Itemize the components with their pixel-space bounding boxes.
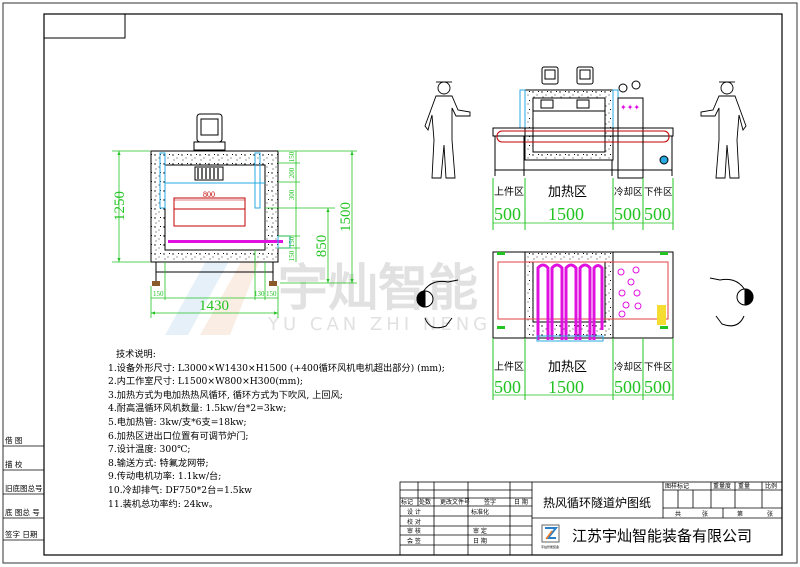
dim-height-total: 1500 bbox=[338, 202, 354, 232]
left-strip bbox=[3, 445, 44, 541]
tech-notes: 技术说明: 1.设备外形尺寸: L3000×W1430×H1500 (+400循… bbox=[108, 348, 445, 511]
tech-note-item: 11.装机总功率约: 24kw。 bbox=[108, 498, 219, 510]
zone-length: 500 bbox=[614, 204, 641, 224]
left-strip-label: 旧底图总号 bbox=[5, 483, 43, 493]
role-label: 审 定 bbox=[473, 527, 487, 535]
dim-right: 150 bbox=[288, 151, 296, 162]
zone-label: 下件区 bbox=[644, 361, 673, 373]
logo-caption: 宇灿智能装备 bbox=[541, 544, 559, 549]
front-view: 1250 1500 850 1430 800 150 200 300 150 1… bbox=[112, 113, 357, 318]
tech-note-item: 10.冷却排气: DF750*2台=1.5kw bbox=[108, 484, 253, 496]
tech-note-item: 3.加热方式为电加热热风循环, 循环方式为下吹风, 上回风; bbox=[108, 389, 343, 401]
heater-tube bbox=[168, 240, 283, 243]
dim-chamber-width: 800 bbox=[203, 190, 215, 199]
operator-top-right bbox=[709, 277, 754, 327]
tech-note-item: 1.设备外形尺寸: L3000×W1430×H1500 (+400循环风机电机超… bbox=[108, 362, 445, 374]
watermark: 宇灿智能 YU CAN ZHI NENG bbox=[165, 245, 491, 335]
sheet-label: 第 bbox=[737, 510, 743, 518]
zone-length: 500 bbox=[644, 204, 671, 224]
tech-note-item: 8.输送方式: 特氟龙网带; bbox=[108, 457, 209, 469]
rev-header: 日 期 bbox=[514, 498, 528, 506]
header-label: 重量度 bbox=[713, 482, 731, 490]
dim-bottom-right: 130 bbox=[254, 290, 265, 298]
zone-label: 加热区 bbox=[548, 185, 587, 200]
rev-header: 签字 bbox=[484, 498, 496, 506]
header-label: 重量 bbox=[738, 482, 750, 490]
tech-note-item: 4.耐高温循环风机数量: 1.5kw/台*2=3kw; bbox=[108, 403, 287, 415]
rev-header: 标记 bbox=[401, 498, 413, 506]
header-label: 图样标记 bbox=[665, 482, 689, 490]
role-label: 设 计 bbox=[407, 508, 421, 516]
zone-length: 500 bbox=[614, 377, 641, 397]
drawing-title: 热风循环隧道炉图纸 bbox=[543, 495, 651, 510]
tech-note-item: 6.加热区进出口位置有可调节炉门; bbox=[108, 430, 249, 442]
operator-figure-right bbox=[700, 81, 747, 179]
role-label: 日 期 bbox=[473, 537, 487, 545]
role-label: 标准化 bbox=[471, 508, 489, 516]
tech-note-item: 2.内工作室尺寸: L1500×W800×H300(mm); bbox=[108, 376, 304, 388]
dim-bottom-right: 150 bbox=[266, 290, 277, 298]
rev-header: 更改文件号 bbox=[440, 498, 470, 506]
tech-notes-heading: 技术说明: bbox=[116, 349, 156, 360]
left-strip-label: 描 校 bbox=[5, 459, 23, 469]
rev-header: 处数 bbox=[419, 498, 431, 506]
company-name: 江苏宇灿智能装备有限公司 bbox=[572, 527, 752, 545]
dim-width-total: 1430 bbox=[199, 298, 229, 314]
operator-top-left bbox=[416, 279, 459, 329]
left-strip-label: 签字 日期 bbox=[5, 529, 37, 539]
dim-bottom-left: 150 bbox=[153, 290, 164, 298]
tech-note-item: 5.电加热管: 3kw/支*6支=18kw; bbox=[108, 416, 247, 428]
corner-box bbox=[43, 13, 126, 39]
dim-height-body: 1250 bbox=[112, 191, 128, 221]
dim-right: 300 bbox=[288, 189, 296, 200]
watermark-cn: 宇灿智能 bbox=[278, 259, 478, 317]
operator-figure-left bbox=[424, 81, 471, 179]
zone-label: 上件区 bbox=[494, 361, 524, 373]
zone-label: 上件区 bbox=[494, 186, 524, 198]
header-label: 比例 bbox=[765, 482, 777, 490]
sheet-label: 共 bbox=[675, 510, 681, 518]
dim-conveyor-height: 850 bbox=[314, 235, 330, 258]
zone-length: 1500 bbox=[548, 377, 584, 397]
heater-coils bbox=[536, 263, 604, 340]
title-block bbox=[399, 481, 783, 556]
plan-view bbox=[416, 251, 754, 400]
company-logo: 宇灿智能装备 bbox=[541, 524, 560, 549]
heater-box bbox=[173, 197, 246, 227]
zone-label: 冷却区 bbox=[614, 361, 643, 373]
svg-text:✦✦✦: ✦✦✦ bbox=[620, 103, 640, 112]
sheet-label: 张 bbox=[702, 510, 708, 518]
dim-right: 150 bbox=[288, 236, 296, 247]
dim-right: 200 bbox=[288, 167, 296, 178]
side-view: ✦✦✦ bbox=[424, 66, 747, 230]
tech-note-item: 7.设计温度: 300℃; bbox=[108, 444, 191, 456]
tech-note-item: 9.传动电机功率: 1.1kw/台; bbox=[108, 471, 222, 483]
role-label: 会 签 bbox=[407, 537, 421, 545]
zone-length: 1500 bbox=[548, 204, 584, 224]
dim-right: 150 bbox=[288, 250, 296, 261]
role-label: 校 对 bbox=[407, 518, 421, 526]
sheet-label: 张 bbox=[767, 510, 773, 518]
zone-length: 500 bbox=[494, 377, 521, 397]
role-label: 审 核 bbox=[407, 527, 421, 535]
zone-label: 下件区 bbox=[644, 186, 673, 198]
left-strip-label: 底 图总 号 bbox=[5, 507, 40, 517]
zone-length: 500 bbox=[494, 204, 521, 224]
left-strip-label: 借 图 bbox=[5, 435, 22, 445]
watermark-en: YU CAN ZHI NENG bbox=[267, 314, 491, 335]
zone-length: 500 bbox=[644, 377, 671, 397]
zone-label: 加热区 bbox=[548, 360, 587, 375]
zone-label: 冷却区 bbox=[614, 186, 643, 198]
